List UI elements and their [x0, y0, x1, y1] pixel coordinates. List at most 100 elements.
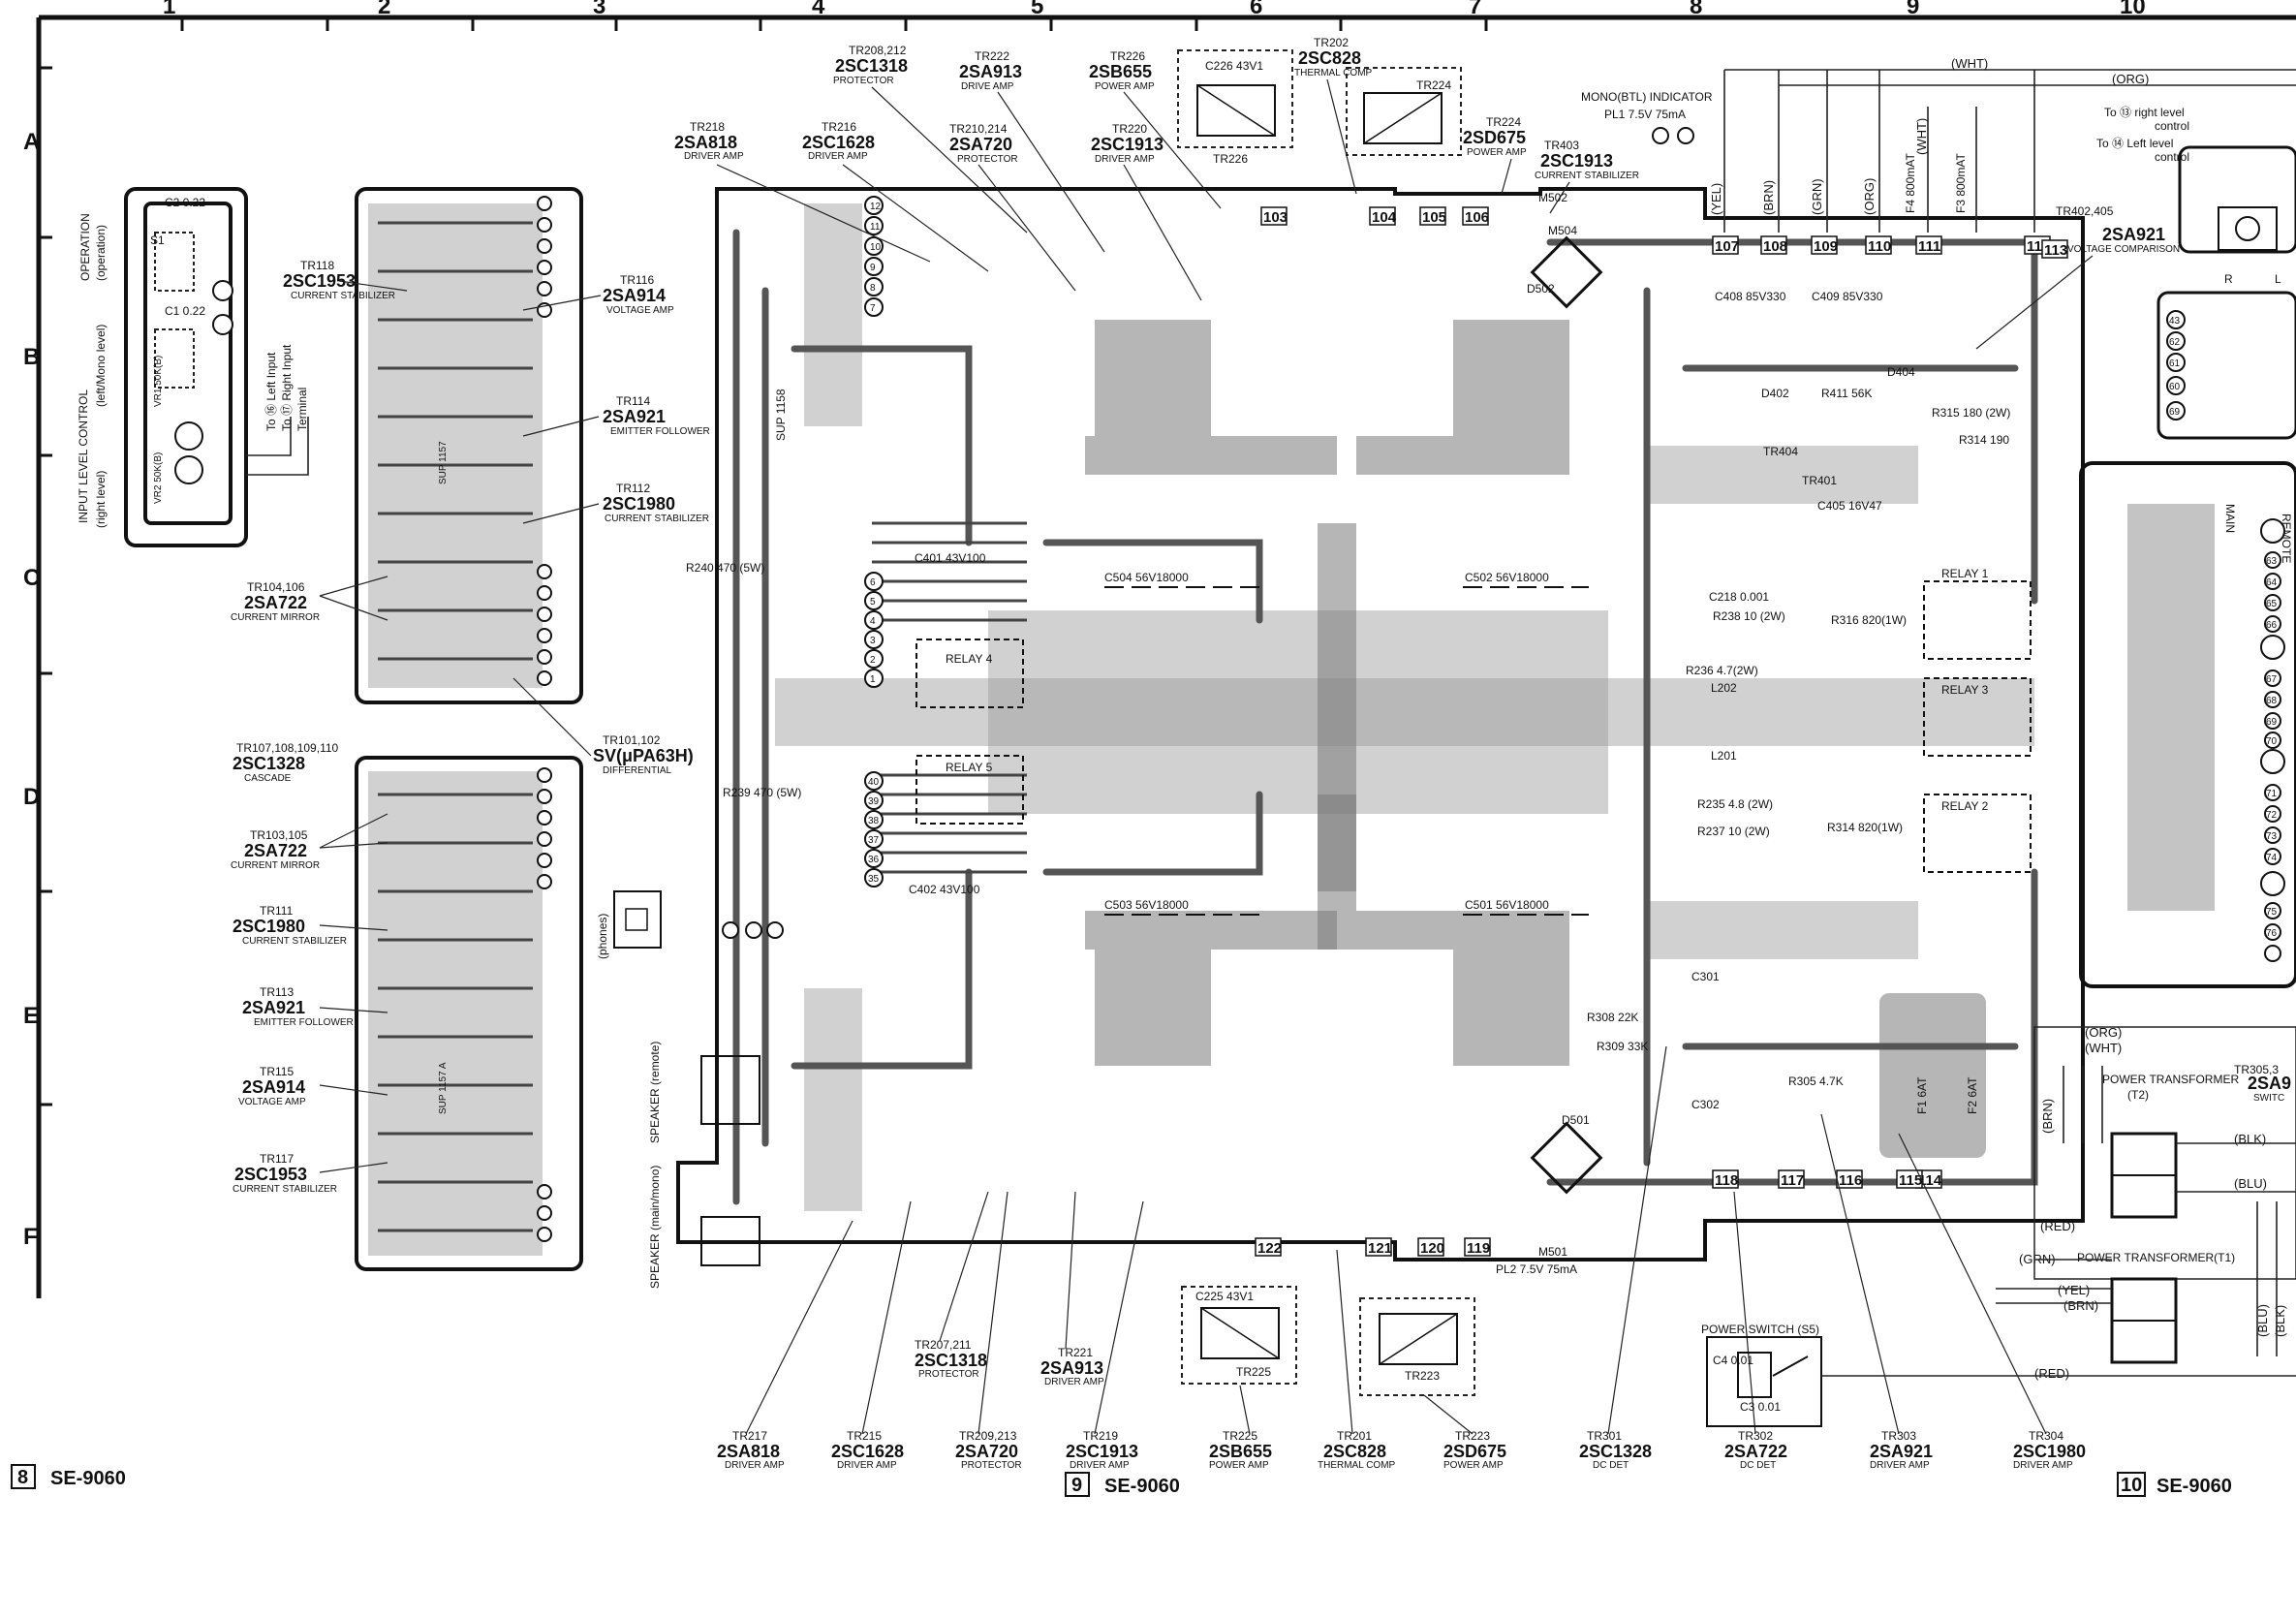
top-func-8: POWER AMP — [1467, 147, 1527, 158]
left-func-7: CURRENT MIRROR — [231, 860, 320, 871]
left-code-3: TR112 — [616, 482, 650, 495]
top-func-4: PROTECTOR — [957, 154, 1018, 165]
col-label-9: 9 — [1907, 0, 1919, 19]
top-code-8: TR224 — [1486, 115, 1521, 129]
bottom-func-11: DRIVER AMP — [1870, 1460, 1930, 1471]
top-code-10: TR402,405 — [2056, 204, 2114, 218]
transformer-t2: POWER TRANSFORMER — [2102, 1073, 2239, 1086]
top-part-5: 2SB655 — [1089, 62, 1152, 81]
top-func-3: DRIVE AMP — [961, 81, 1014, 92]
left-func-9: EMITTER FOLLOWER — [254, 1017, 354, 1028]
left-func-3: CURRENT STABILIZER — [605, 514, 709, 524]
wire-brn-2: (BRN) — [2040, 1099, 2055, 1134]
left-part-8: 2SC1980 — [233, 917, 305, 936]
col-label-4: 4 — [812, 0, 825, 19]
top-func-6: DRIVER AMP — [1095, 154, 1155, 165]
relay-2: RELAY 2 — [1941, 799, 1989, 813]
top-part-7: 2SC828 — [1298, 48, 1361, 68]
left-pad-6: 6 — [870, 577, 876, 588]
box-111: 111 — [1918, 238, 1940, 255]
vr2-label: VR2 50K(B) — [153, 452, 164, 504]
ind-l202: L202 — [1711, 681, 1737, 695]
wire-blk-2: (BLK) — [2273, 1305, 2287, 1337]
tr305-label: TR305,3 — [2234, 1063, 2279, 1076]
level-control-block: To ⑬ right level control To ⑭ Left level… — [2096, 106, 2296, 440]
bottom-func-8: POWER AMP — [1443, 1460, 1504, 1471]
bottom-func-10: DC DET — [1740, 1460, 1776, 1471]
d404-label: D404 — [1887, 365, 1915, 379]
footer-right-num: 10 — [2121, 1475, 2142, 1496]
cap-c402: C402 43V100 — [909, 883, 980, 896]
footer-center-num: 9 — [1071, 1475, 1082, 1496]
to-right-level-2: control — [2155, 119, 2189, 133]
tr404-label: TR404 — [1763, 445, 1798, 458]
left-func-4: CURRENT MIRROR — [231, 612, 320, 623]
term-66: 66 — [2266, 620, 2278, 631]
top-func-7: THERMAL COMP — [1294, 68, 1373, 78]
res-r308: R308 22K — [1587, 1011, 1638, 1024]
bottom-code-8: TR223 — [1455, 1429, 1490, 1443]
operation-sub: (operation) — [94, 225, 108, 281]
wire-blu: (BLU) — [2234, 1176, 2267, 1191]
left-pad-5: 7 — [870, 303, 876, 314]
tr401-label: TR401 — [1802, 474, 1837, 487]
bottom-code-6: TR225 — [1223, 1429, 1257, 1443]
top-code-9: TR403 — [1544, 139, 1579, 152]
left-func-6: DIFFERENTIAL — [603, 765, 672, 776]
res-r239: R239 470 (5W) — [723, 786, 801, 799]
power-switch-label: POWER SWITCH (S5) — [1701, 1323, 1819, 1336]
left-part-4: 2SA722 — [244, 593, 307, 612]
speaker-blocks: (phones) SPEAKER (remote) SPEAKER (main/… — [596, 890, 784, 1289]
cap-c503: C503 56V18000 — [1104, 898, 1189, 912]
bottom-part-12: 2SC1980 — [2013, 1442, 2086, 1461]
cap-c405: C405 16V47 — [1817, 499, 1882, 513]
speaker-terminal-board: REMOTE MAIN 63 64 65 66 67 68 69 70 71 7… — [2079, 461, 2296, 988]
box-115: 115 — [1899, 1172, 1922, 1189]
grid-frame: 1 2 3 4 5 6 7 8 9 10 A B C D E F — [23, 0, 2296, 1298]
input-level-title: INPUT LEVEL CONTROL — [77, 389, 90, 523]
term-43: 43 — [2169, 316, 2181, 327]
col-label-6: 6 — [1250, 0, 1262, 19]
top-part-4: 2SA720 — [949, 135, 1012, 154]
bottom-part-10: 2SA722 — [1724, 1442, 1787, 1461]
left-part-10: 2SA914 — [242, 1077, 305, 1097]
tr305-func: SWITC — [2253, 1093, 2284, 1104]
box-108: 108 — [1763, 238, 1787, 255]
wire-yel-2: (YEL) — [2058, 1283, 2090, 1297]
left-pad-0: 12 — [870, 202, 882, 212]
c3-label: C3 0.01 — [1740, 1400, 1781, 1414]
bottom-part-4: 2SA913 — [1040, 1358, 1103, 1378]
cap-c401: C401 43V100 — [915, 551, 986, 565]
top-code-0: TR218 — [690, 120, 725, 134]
to-right-input: To ⑰ Right Input — [280, 344, 294, 431]
bottom-part-11: 2SA921 — [1870, 1442, 1933, 1461]
term-64: 64 — [2266, 577, 2278, 588]
bottom-func-9: DC DET — [1593, 1460, 1629, 1471]
tr224-label: TR224 — [1416, 78, 1451, 92]
bottom-func-2: PROTECTOR — [918, 1369, 979, 1380]
to-left-level: To ⑭ Left level — [2096, 137, 2173, 150]
term-75: 75 — [2266, 907, 2278, 918]
bottom-part-1: 2SC1628 — [831, 1442, 904, 1461]
input-right-level: (right level) — [94, 471, 108, 528]
indicators-wiring: MONO(BTL) INDICATOR PL1 7.5V 75mA PL2 7.… — [1496, 56, 2296, 1381]
mono-indicator: MONO(BTL) INDICATOR — [1581, 90, 1713, 104]
row-label-E: E — [23, 1003, 39, 1029]
bottom-func-0: DRIVER AMP — [725, 1460, 785, 1471]
term-72: 72 — [2266, 810, 2278, 821]
row-label-D: D — [23, 784, 40, 810]
m502-label: M502 — [1538, 191, 1567, 204]
bottom-code-11: TR303 — [1881, 1429, 1916, 1443]
bottom-code-0: TR217 — [732, 1429, 767, 1443]
box-110: 110 — [1868, 238, 1891, 255]
bottom-part-0: 2SA818 — [717, 1442, 780, 1461]
bottom-part-5: 2SC1913 — [1066, 1442, 1138, 1461]
wire-org: (ORG) — [1862, 178, 1877, 215]
left-pad-2: 10 — [870, 242, 882, 253]
wire-blu-2: (BLU) — [2255, 1304, 2270, 1337]
top-part-8: 2SD675 — [1463, 128, 1526, 147]
wire-red: (RED) — [2040, 1219, 2075, 1233]
top-code-6: TR220 — [1112, 122, 1147, 136]
row-label-F: F — [23, 1224, 38, 1250]
